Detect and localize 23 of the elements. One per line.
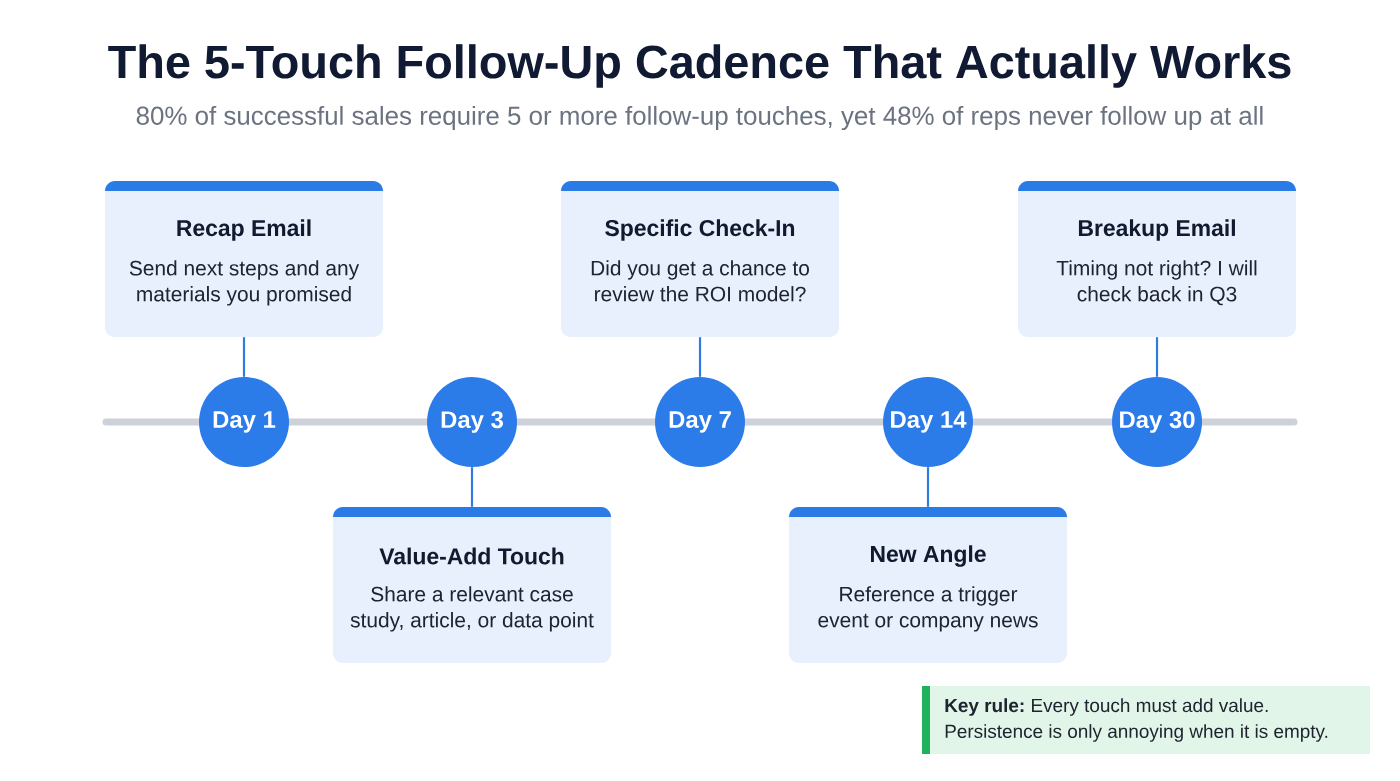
card-text: Share a relevant case study, article, or data point xyxy=(350,586,594,632)
card xyxy=(105,181,383,337)
connector-line xyxy=(1155,337,1159,377)
card-text: Send next steps and any materials you promised xyxy=(129,260,360,306)
note-box: Key rule: Every touch must add value. Persistence is only annoying when it is empty. xyxy=(922,686,1370,754)
title: The 5-Touch Follow-Up Cadence That Actually Works xyxy=(108,44,1291,88)
card-text: Timing not right? I will check back in Q3 xyxy=(1056,260,1257,306)
subtitle: 80% of successful sales require 5 or more follow-up touches, yet 48% of reps never follow up at all xyxy=(136,105,1263,131)
card-text: Reference a trigger event or company news xyxy=(818,586,1038,632)
card-text: Did you get a chance to review the ROI model? xyxy=(591,260,809,302)
card xyxy=(1018,181,1296,337)
card xyxy=(561,181,839,337)
connector-line xyxy=(242,337,246,377)
connector-line xyxy=(926,467,930,507)
card xyxy=(789,507,1067,663)
card-heading: Specific Check-In xyxy=(605,219,795,241)
connector-line xyxy=(470,467,474,507)
card-heading: Breakup Email xyxy=(1078,219,1235,241)
connector-line xyxy=(698,337,702,377)
card xyxy=(333,507,611,663)
card-heading: Recap Email xyxy=(177,219,311,241)
card-heading: New Angle xyxy=(871,545,986,567)
card-heading: Value-Add Touch xyxy=(379,547,564,565)
